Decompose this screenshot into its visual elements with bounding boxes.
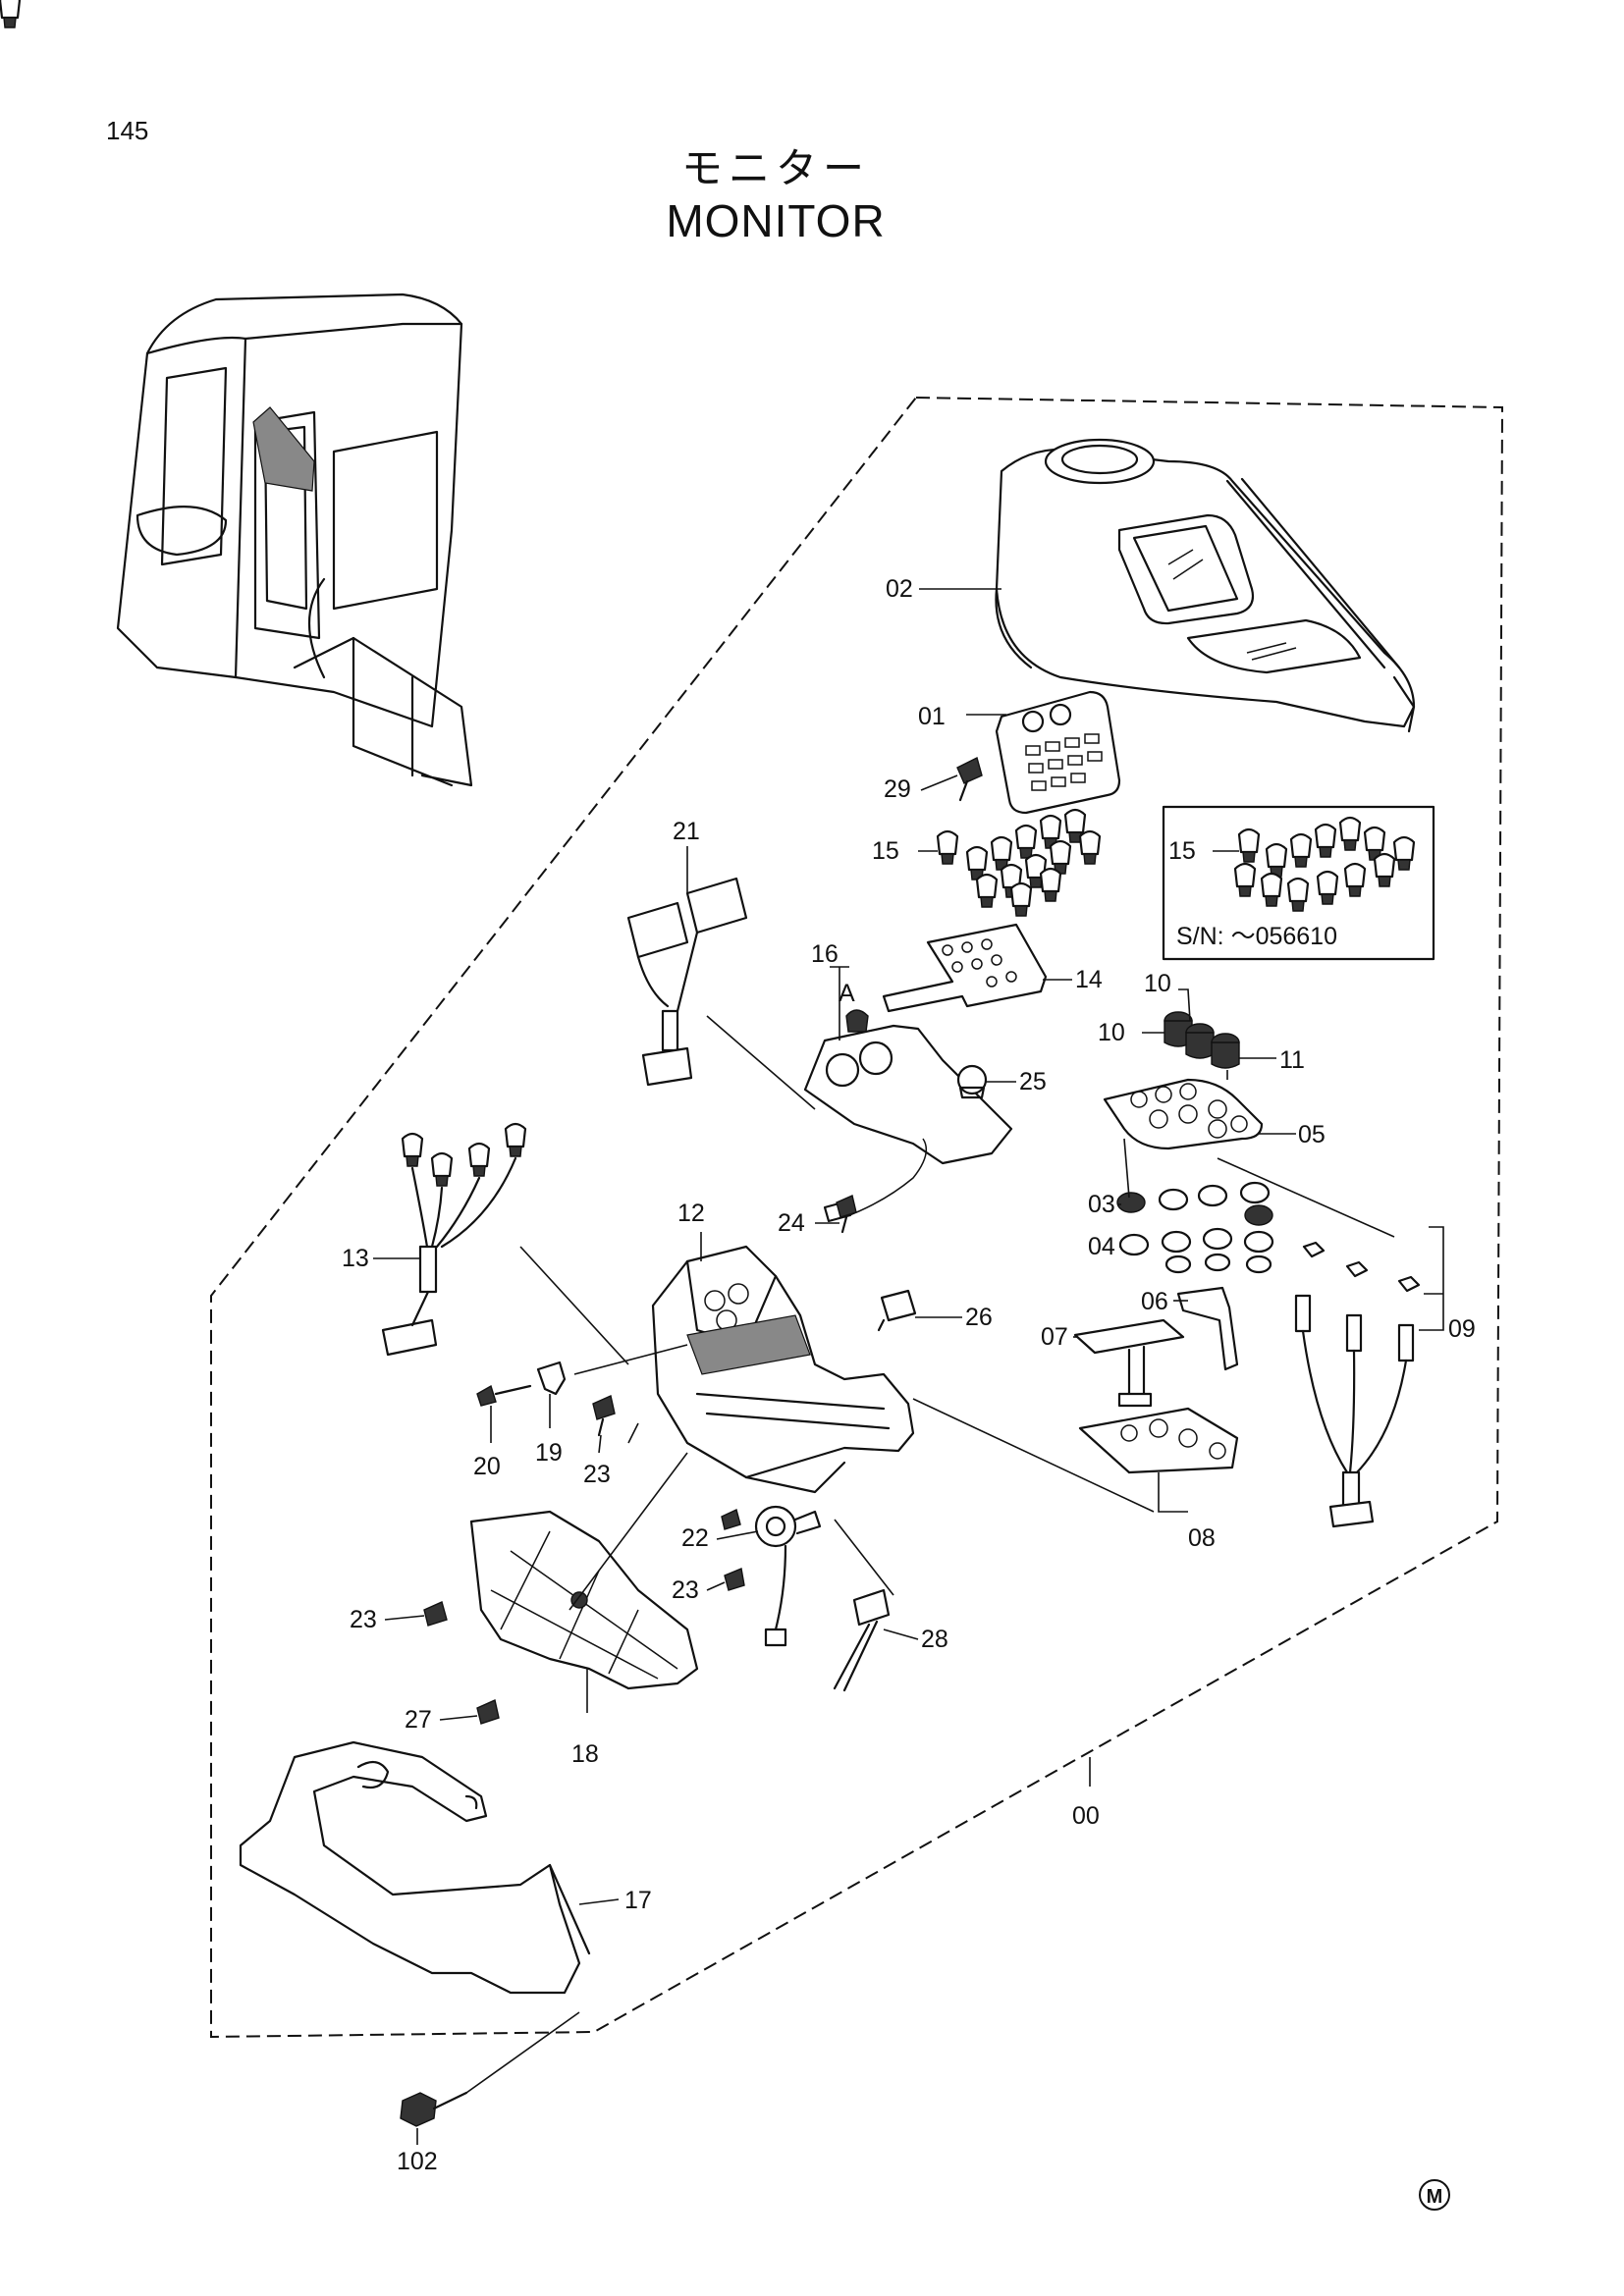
callout-10-lower: 10 [1098,1019,1125,1046]
button-pad-05-part [1103,1078,1264,1150]
callout-A: A [839,980,855,1007]
screw-29-part [956,756,983,802]
callout-22: 22 [681,1524,709,1552]
logo-letter: M [1427,2186,1443,2208]
leader-lines [373,588,1444,2145]
callout-26: 26 [965,1304,993,1331]
manufacturer-logo: M [1419,2179,1450,2211]
callout-02: 02 [886,575,913,603]
board-parts-06-07-08 [1073,1286,1239,1474]
callout-28: 28 [921,1626,948,1653]
callout-27: 27 [405,1706,432,1734]
callout-102: 102 [397,2148,438,2175]
grommets-03-04 [1116,1181,1274,1274]
callout-13: 13 [342,1245,369,1272]
callout-12: 12 [677,1200,705,1227]
screws-23-27 [423,1509,745,1725]
callout-07: 07 [1041,1323,1068,1351]
monitor-housing-12-part [651,1245,915,1494]
callout-16: 16 [811,940,839,968]
callout-29: 29 [884,775,911,803]
callout-11: 11 [1279,1046,1305,1074]
callout-20: 20 [473,1453,501,1480]
callout-23-buzzer: 23 [672,1576,699,1604]
buzzer-22-part [754,1505,822,1647]
serial-number-inset: S/N: ～056610 [1162,805,1435,961]
callout-23-housing: 23 [583,1461,611,1488]
callout-01: 01 [918,703,946,730]
cab-overview-illustration [116,293,473,787]
callout-15-main: 15 [872,837,899,865]
callout-24: 24 [778,1209,805,1237]
callout-08: 08 [1188,1524,1216,1552]
callout-10-upper: 10 [1144,970,1171,997]
callout-00: 00 [1072,1802,1100,1830]
screw-24-part [836,1195,857,1234]
bracket-17-part [239,1740,591,1995]
bulb-cluster-15 [0,0,1102,918]
knobs-10-11 [1164,1011,1240,1069]
callout-19: 19 [535,1439,563,1467]
circuit-board-16-part [803,1009,1013,1223]
harness-09-part [1294,1294,1415,1528]
small-fasteners [476,1361,616,1437]
callout-05: 05 [1298,1121,1326,1148]
callout-14: 14 [1075,966,1103,993]
assembly-boundary [210,396,1504,2039]
inset-serial-note: S/N: ～056610 [1176,923,1337,950]
cap-25-part [956,1064,988,1099]
callout-04: 04 [1088,1233,1115,1260]
cable-tie-28-part [833,1588,891,1692]
bolt-102-part [400,2091,468,2127]
title-english: MONITOR [666,195,886,246]
flex-board-14-part [882,923,1048,1013]
callout-23-plate: 23 [350,1606,377,1633]
connector-21-part [626,877,748,1087]
callout-15-inset: 15 [1168,837,1196,865]
callout-21: 21 [673,818,700,845]
callout-25: 25 [1019,1068,1047,1095]
nuts-09 [1302,1241,1421,1293]
callout-18: 18 [571,1740,599,1768]
part-26 [877,1289,917,1332]
callout-03: 03 [1088,1191,1115,1218]
monitor-cover-part [995,438,1416,733]
callout-labels: 00 01 02 03 04 05 06 07 08 09 10 10 11 1… [342,575,1476,2175]
callout-17: 17 [624,1887,652,1914]
base-plate-18-part [469,1510,699,1690]
callout-06: 06 [1141,1288,1168,1315]
harness-13-part [381,1122,527,1357]
page-number: 145 [106,116,149,145]
switch-panel-part [995,690,1121,815]
callout-09: 09 [1448,1315,1476,1343]
title-japanese: モニター [680,144,870,192]
